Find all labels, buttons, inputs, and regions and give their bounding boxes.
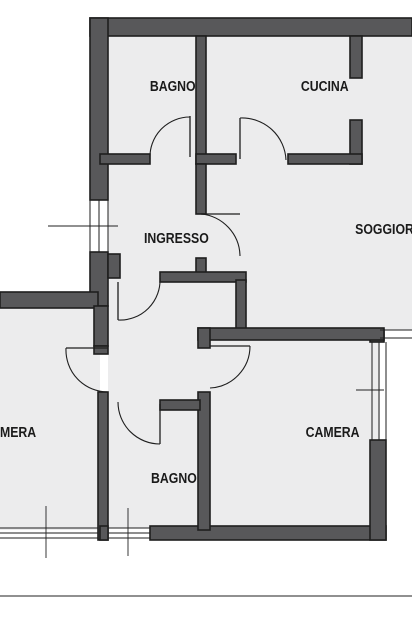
room-label-bagno-top: BAGNO	[150, 78, 196, 94]
windows	[0, 200, 412, 597]
room-label-soggiorno: SOGGIORNO	[355, 221, 412, 237]
room-label-camera-right: CAMERA	[306, 424, 360, 440]
room-label-camera-left: MERA	[0, 424, 36, 440]
doors	[65, 116, 287, 445]
room-label-cucina: CUCINA	[301, 78, 349, 94]
walls	[0, 17, 412, 541]
room-labels: BAGNO CUCINA SOGGIORNO INGRESSO MERA CAM…	[0, 78, 412, 486]
room-label-bagno-bottom: BAGNO	[151, 470, 197, 486]
room-label-ingresso: INGRESSO	[144, 230, 209, 246]
